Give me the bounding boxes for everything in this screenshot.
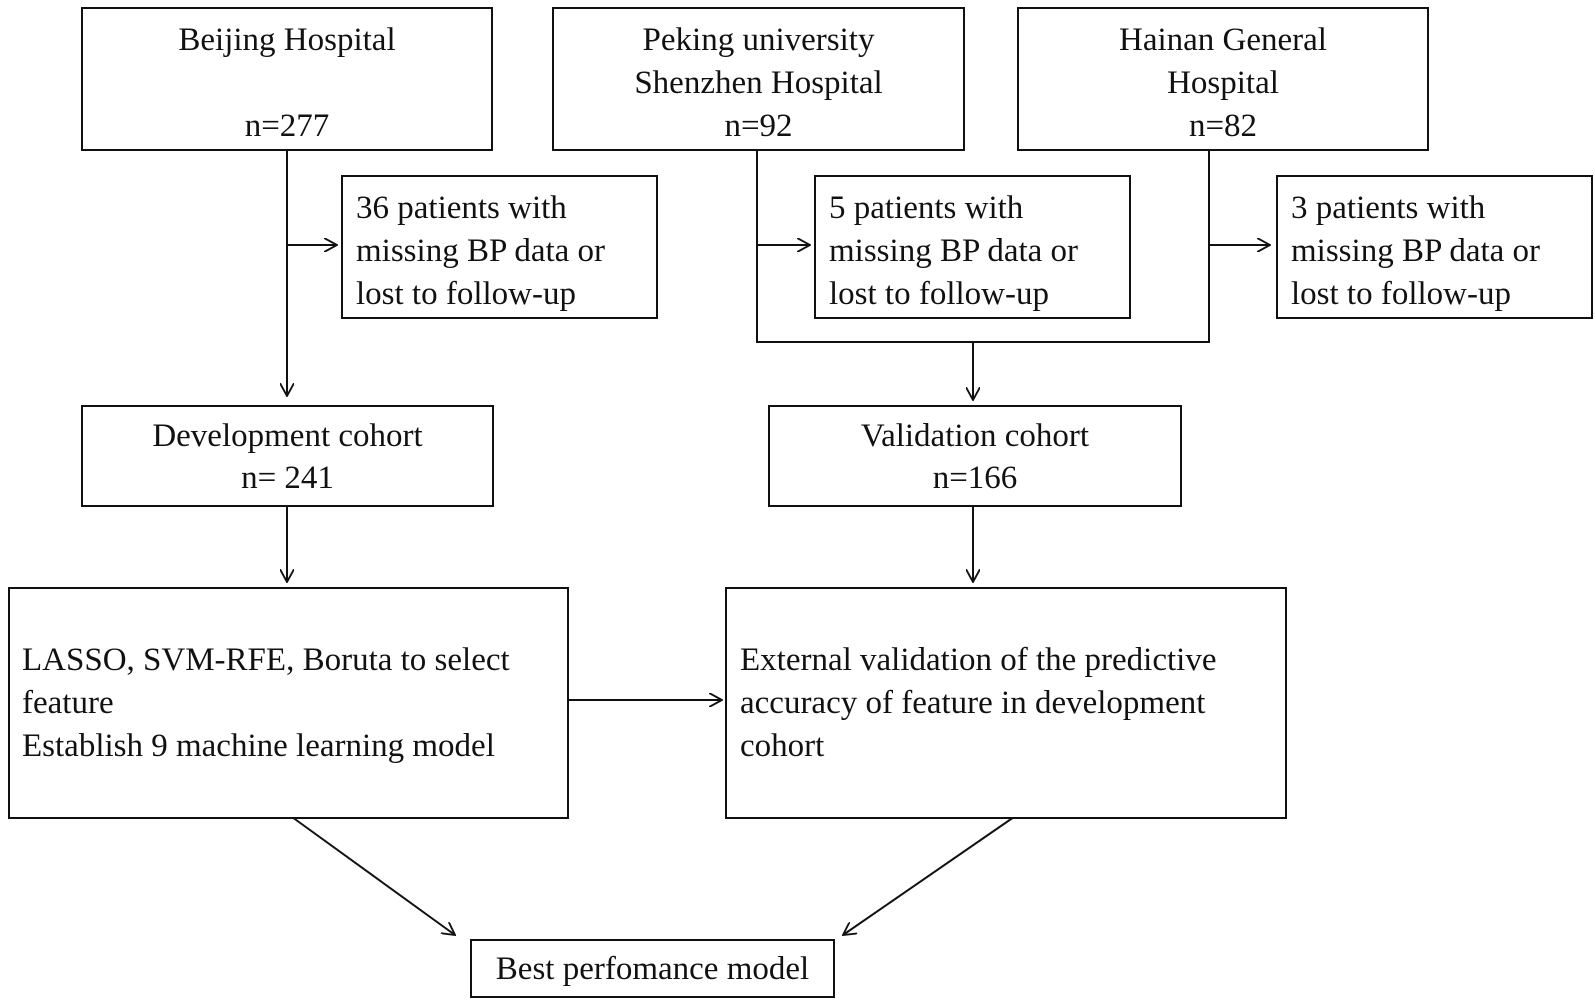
external-validation-line2: accuracy of feature in development (740, 685, 1206, 721)
beijing-exclusion-box: 36 patients with missing BP data or lost… (341, 175, 658, 319)
hainan-exclusion-line3: lost to follow-up (1291, 276, 1511, 312)
hainan-exclusion-line2: missing BP data or (1291, 233, 1541, 269)
beijing-hospital-name: Beijing Hospital (178, 22, 396, 58)
hainan-hospital-count: n=82 (1188, 108, 1258, 144)
peking-exclusion-line3: lost to follow-up (829, 276, 1049, 312)
peking-hospital-name-line2: Shenzhen Hospital (634, 65, 883, 101)
beijing-hospital-box: Beijing Hospital n=277 (81, 7, 493, 151)
peking-hospital-count: n=92 (724, 108, 793, 144)
hainan-exclusion-box: 3 patients with missing BP data or lost … (1276, 175, 1593, 319)
arrow-methods-to-best (291, 816, 455, 935)
beijing-exclusion-line3: lost to follow-up (356, 276, 576, 312)
validation-cohort-title: Validation cohort (860, 418, 1090, 454)
feature-selection-box: LASSO, SVM-RFE, Boruta to select feature… (8, 587, 569, 819)
peking-hospital-name-line1: Peking university (642, 22, 875, 58)
peking-exclusion-line1: 5 patients with (829, 190, 1024, 226)
development-cohort-title: Development cohort (152, 418, 423, 454)
feature-selection-line2: feature (22, 685, 114, 721)
validation-cohort-box: Validation cohort n=166 (768, 405, 1182, 507)
beijing-exclusion-line1: 36 patients with (356, 190, 567, 226)
hainan-exclusion-line1: 3 patients with (1291, 190, 1486, 226)
peking-exclusion-box: 5 patients with missing BP data or lost … (814, 175, 1131, 319)
hainan-hospital-name-line2: Hospital (1167, 65, 1279, 101)
hainan-hospital-box: Hainan General Hospital n=82 (1017, 7, 1429, 151)
hainan-hospital-name-line1: Hainan General (1119, 22, 1327, 58)
feature-selection-line1: LASSO, SVM-RFE, Boruta to select (22, 642, 510, 678)
validation-cohort-count: n=166 (932, 460, 1018, 496)
beijing-exclusion-line2: missing BP data or (356, 233, 606, 269)
best-model-box: Best perfomance model (470, 939, 835, 998)
external-validation-line1: External validation of the predictive (740, 642, 1217, 678)
development-cohort-box: Development cohort n= 241 (81, 405, 494, 507)
arrow-external-to-best (843, 816, 1015, 935)
feature-selection-line3: Establish 9 machine learning model (22, 728, 495, 764)
external-validation-box: External validation of the predictive ac… (725, 587, 1287, 819)
peking-hospital-box: Peking university Shenzhen Hospital n=92 (552, 7, 965, 151)
peking-exclusion-line2: missing BP data or (829, 233, 1079, 269)
beijing-hospital-count: n=277 (244, 108, 330, 144)
external-validation-line3: cohort (740, 728, 825, 764)
best-model-label: Best perfomance model (495, 951, 810, 987)
connector-peking-hainan-merge (756, 151, 1210, 343)
development-cohort-count: n= 241 (241, 460, 334, 496)
